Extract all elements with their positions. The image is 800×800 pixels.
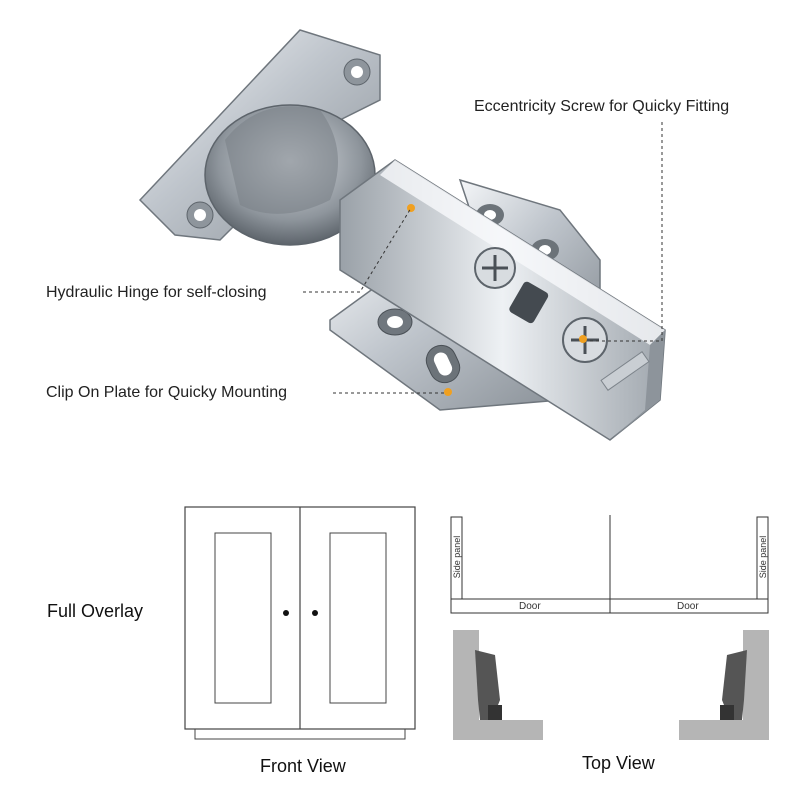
hinge-detail-right bbox=[679, 630, 769, 740]
leader-hydraulic bbox=[303, 207, 412, 293]
callout-dot-hydraulic bbox=[407, 204, 415, 212]
door-panel-left bbox=[214, 532, 272, 704]
callout-dot-eccentric bbox=[579, 335, 587, 343]
door-label-right: Door bbox=[677, 601, 699, 612]
side-panel-label-right: Side panel bbox=[758, 535, 768, 579]
door-right bbox=[609, 598, 769, 614]
hinge-detail-left bbox=[453, 630, 543, 740]
cabinet-base bbox=[194, 729, 406, 740]
callout-dot-clip bbox=[444, 388, 452, 396]
overlay-type-label: Full Overlay bbox=[47, 601, 144, 621]
callout-eccentricity-screw: Eccentricity Screw for Quicky Fitting bbox=[474, 98, 730, 115]
leader-eccentric bbox=[590, 122, 663, 342]
hinge-illustration bbox=[138, 29, 666, 441]
callout-hydraulic-hinge: Hydraulic Hinge for self-closing bbox=[46, 284, 267, 301]
door-panel-right bbox=[329, 532, 387, 704]
front-view-label: Front View bbox=[260, 756, 346, 776]
door-knob-left bbox=[283, 610, 289, 616]
side-panel-label-left: Side panel bbox=[452, 535, 462, 579]
top-view-label: Top View bbox=[582, 753, 655, 773]
door-knob-right bbox=[312, 610, 318, 616]
callout-clip-on-plate: Clip On Plate for Quicky Mounting bbox=[46, 384, 287, 401]
door-label-left: Door bbox=[519, 601, 541, 612]
